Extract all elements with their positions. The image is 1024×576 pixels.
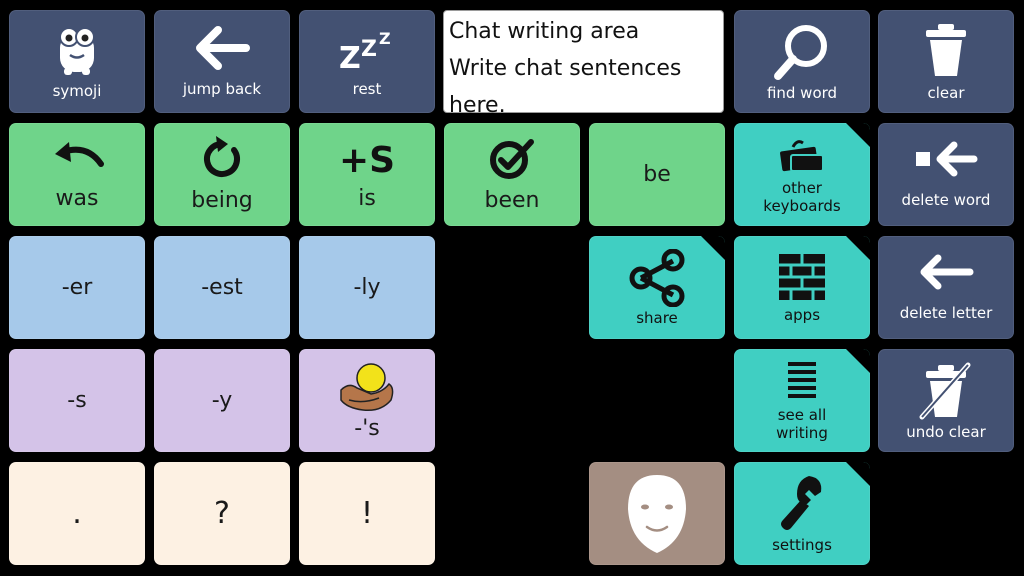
possessive-button[interactable]: -'s (299, 349, 435, 452)
jump-back-label: jump back (182, 79, 262, 98)
symoji-label: symoji (52, 81, 102, 100)
share-button[interactable]: share (589, 236, 725, 339)
been-button[interactable]: been (444, 123, 580, 226)
other-keyboards-button[interactable]: other keyboards (734, 123, 870, 226)
svg-text:Z: Z (361, 37, 377, 62)
curved-back-arrow-icon (55, 141, 104, 167)
jump-back-button[interactable]: jump back (154, 10, 290, 113)
trash-icon (926, 23, 966, 76)
mask-face-icon (628, 474, 686, 553)
being-button[interactable]: being (154, 123, 290, 226)
rest-button[interactable]: Z Z Z rest (299, 10, 435, 113)
period-label: . (72, 495, 82, 531)
er-button[interactable]: -er (9, 236, 145, 339)
keyboards-icon (780, 139, 824, 172)
s-button[interactable]: -s (9, 349, 145, 452)
delete-word-button[interactable]: delete word (878, 123, 1014, 226)
folder-corner (846, 123, 870, 147)
share-label: share (636, 308, 678, 327)
period-button[interactable]: . (9, 462, 145, 565)
plus-s-icon: +S (339, 140, 395, 178)
symoji-button[interactable]: symoji (9, 10, 145, 113)
magnifier-icon (774, 24, 827, 80)
possessive-label: -'s (354, 415, 380, 441)
undo-clear-button[interactable]: undo clear (878, 349, 1014, 452)
was-label: was (55, 185, 99, 211)
est-button[interactable]: -est (154, 236, 290, 339)
s-label: -s (67, 387, 87, 413)
lines-icon (788, 361, 816, 398)
chat-line-1: Chat writing area (449, 19, 640, 44)
svg-text:+S: +S (339, 140, 395, 178)
svg-text:Z: Z (339, 41, 361, 72)
see-all-writing-button[interactable]: see all writing (734, 349, 870, 452)
is-button[interactable]: +S is (299, 123, 435, 226)
symoji-face-icon (59, 26, 95, 75)
rest-label: rest (352, 79, 382, 98)
is-label: is (358, 185, 376, 211)
share-icon (629, 248, 685, 307)
y-button[interactable]: -y (154, 349, 290, 452)
er-label: -er (61, 274, 93, 300)
hands-holding-ball-icon (340, 362, 394, 411)
delete-letter-button[interactable]: delete letter (878, 236, 1014, 339)
chat-writing-area[interactable]: Chat writing area Write chat sentences h… (443, 10, 724, 118)
settings-label: settings (772, 535, 832, 554)
undo-clear-label: undo clear (906, 422, 986, 441)
clear-button[interactable]: clear (878, 10, 1014, 113)
question-button[interactable]: ? (154, 462, 290, 565)
exclamation-label: ! (360, 495, 374, 531)
ly-label: -ly (353, 274, 381, 300)
chat-line-3: here. (449, 93, 506, 118)
face-button[interactable] (589, 462, 725, 565)
folder-corner (701, 236, 725, 260)
find-word-button[interactable]: find word (734, 10, 870, 113)
ly-button[interactable]: -ly (299, 236, 435, 339)
cycle-arrow-icon (204, 135, 240, 177)
delete-word-icon (916, 141, 978, 176)
folder-corner (846, 236, 870, 260)
delete-word-label: delete word (901, 190, 991, 209)
see-all-writing-label: see all writing (776, 405, 828, 442)
trash-crossed-icon (919, 362, 971, 419)
apps-label: apps (783, 305, 821, 324)
zzz-icon: Z Z Z (339, 29, 391, 72)
being-label: being (191, 187, 253, 213)
settings-button[interactable]: settings (734, 462, 870, 565)
arrow-left-icon (920, 254, 974, 289)
wrench-icon (781, 475, 822, 530)
chat-line-2: Write chat sentences (449, 56, 682, 81)
find-word-label: find word (766, 83, 838, 102)
y-label: -y (211, 387, 233, 413)
exclamation-button[interactable]: ! (299, 462, 435, 565)
est-label: -est (201, 274, 243, 300)
was-button[interactable]: was (9, 123, 145, 226)
check-circle-icon (490, 138, 534, 179)
clear-label: clear (927, 83, 965, 102)
arrow-left-icon (196, 25, 250, 70)
folder-corner (846, 349, 870, 373)
apps-button[interactable]: apps (734, 236, 870, 339)
other-keyboards-label: other keyboards (763, 178, 841, 215)
be-button[interactable]: be (589, 123, 725, 226)
been-label: been (484, 187, 540, 213)
folder-corner (846, 462, 870, 486)
brick-grid-icon (779, 253, 825, 300)
svg-text:Z: Z (379, 29, 391, 48)
question-label: ? (214, 495, 230, 531)
be-label: be (643, 161, 671, 187)
delete-letter-label: delete letter (899, 303, 993, 322)
